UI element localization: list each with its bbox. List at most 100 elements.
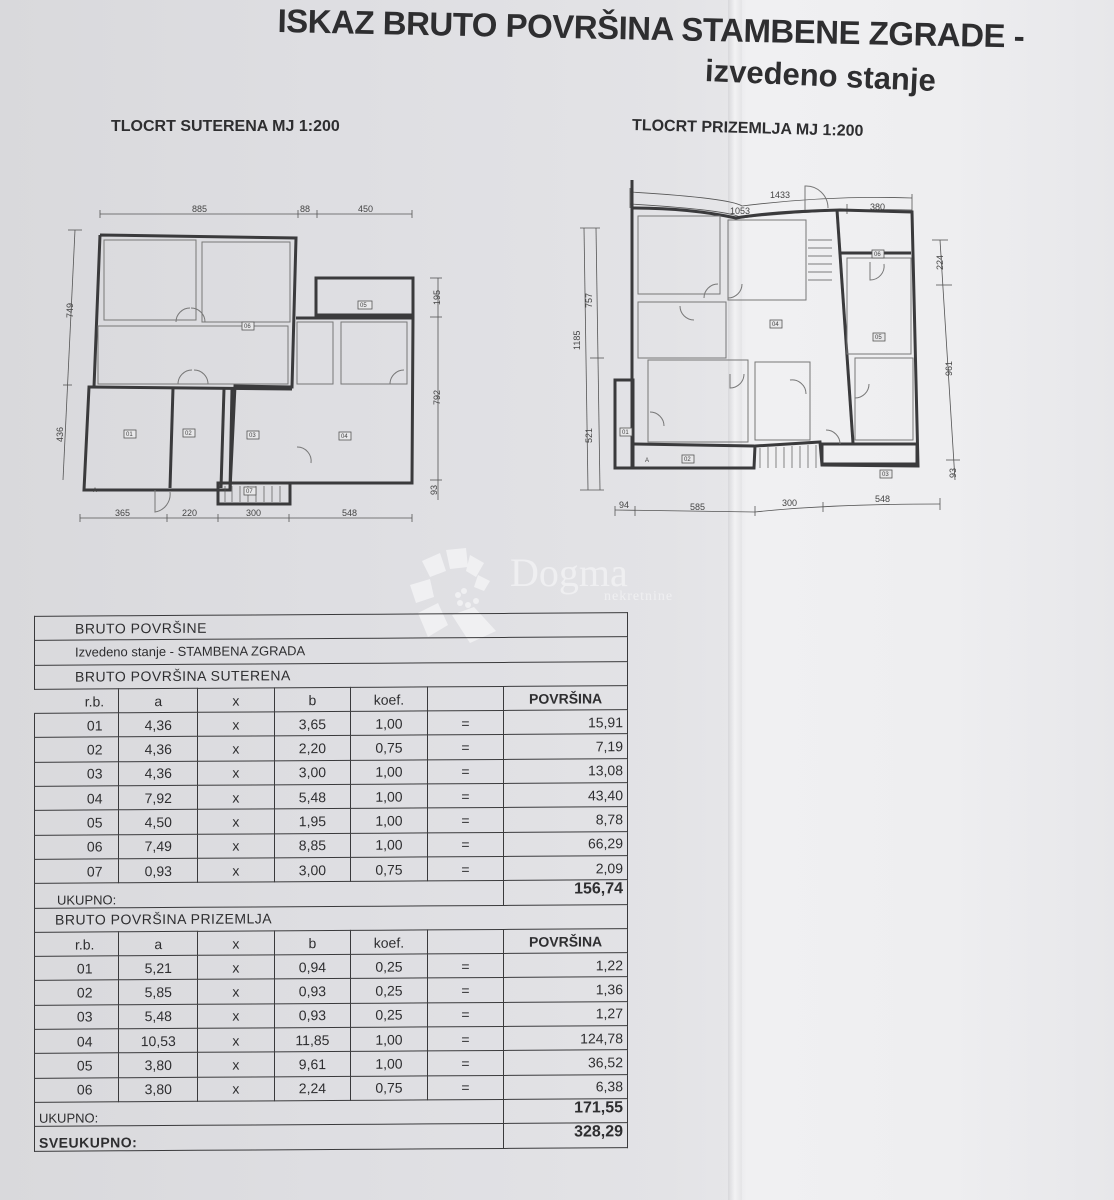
dim-195: 195 xyxy=(432,290,442,305)
cell-eq: = xyxy=(427,1002,504,1027)
dim-757: 757 xyxy=(584,293,594,308)
table-row: 01 4,36 x 3,65 1,00 = 15,91 xyxy=(34,709,628,738)
cell-koef: 1,00 xyxy=(350,832,428,858)
cell-rb: 02 xyxy=(34,980,119,1006)
dim-792: 792 xyxy=(432,390,442,405)
cell-b: 2,20 xyxy=(274,735,351,761)
cell-x: x xyxy=(197,1027,275,1053)
dim-450: 450 xyxy=(358,204,373,214)
area-table: BRUTO POVRŠINE Izvedeno stanje - STAMBEN… xyxy=(34,612,628,1151)
room-label-05: 05 xyxy=(360,303,367,309)
dim-548: 548 xyxy=(342,508,357,518)
cell-povrsina: 1,36 xyxy=(503,977,628,1003)
cell-x: x xyxy=(197,784,275,810)
room-label-04: 04 xyxy=(341,434,348,440)
room-label-07: 07 xyxy=(246,489,253,495)
dim-88: 88 xyxy=(300,204,310,214)
dim-300: 300 xyxy=(782,498,797,508)
prizemlje-plan-title: TLOCRT PRIZEMLJA MJ 1:200 xyxy=(631,116,864,141)
cell-b: 1,95 xyxy=(274,808,351,834)
table-subtitle: Izvedeno stanje - STAMBENA ZGRADA xyxy=(34,636,628,665)
cell-rb: 04 xyxy=(34,785,119,811)
dim-585: 585 xyxy=(690,502,705,512)
cell-a: 4,36 xyxy=(118,712,198,738)
cell-koef: 1,00 xyxy=(350,808,428,834)
cell-b: 5,48 xyxy=(274,784,351,810)
col-eq xyxy=(427,686,504,712)
cell-koef: 0,25 xyxy=(350,1002,428,1028)
cell-b: 8,85 xyxy=(274,833,351,858)
cell-povrsina: 66,29 xyxy=(503,831,628,857)
section-mark: A xyxy=(645,458,649,464)
cell-eq: = xyxy=(427,856,504,882)
cell-povrsina: 1,27 xyxy=(503,1001,628,1027)
table-row: 05 3,80 x 9,61 1,00 = 36,52 xyxy=(34,1050,628,1078)
dim-93: 93 xyxy=(948,468,958,478)
cell-koef: 1,00 xyxy=(350,1026,428,1052)
col-povrsina: POVRŠINA xyxy=(503,928,628,954)
table-title-row: BRUTO POVRŠINE xyxy=(34,612,628,641)
col-a: a xyxy=(118,688,198,713)
suteren-column-header-row: r.b. a x b koef. POVRŠINA xyxy=(34,685,628,714)
document-title: ISKAZ BRUTO POVRŠINA STAMBENE ZGRADE - xyxy=(277,2,1025,55)
table-row: 04 10,53 x 11,85 1,00 = 124,78 xyxy=(34,1025,628,1054)
cell-rb: 06 xyxy=(34,834,119,860)
table-row: 06 7,49 x 8,85 1,00 = 66,29 xyxy=(34,831,628,860)
dogma-logo-icon xyxy=(410,548,496,643)
cell-eq: = xyxy=(427,977,504,1003)
table-row: 03 4,36 x 3,00 1,00 = 13,08 xyxy=(34,758,628,787)
room-label-03: 03 xyxy=(882,472,889,478)
col-koef: koef. xyxy=(350,686,428,712)
dim-220: 220 xyxy=(182,508,197,518)
cell-x: x xyxy=(197,736,275,762)
cell-a: 10,53 xyxy=(118,1028,198,1054)
cell-povrsina: 2,09 xyxy=(503,855,628,881)
cell-rb: 04 xyxy=(34,1028,119,1054)
cell-eq: = xyxy=(427,759,504,784)
cell-x: x xyxy=(197,955,275,980)
cell-x: x xyxy=(197,1052,275,1077)
room-label-02: 02 xyxy=(185,431,192,437)
cell-a: 7,92 xyxy=(118,785,198,811)
grand-total-row: SVEUKUPNO: 328,29 xyxy=(34,1122,628,1151)
cell-b: 3,65 xyxy=(274,711,351,737)
suteren-heading-row: BRUTO POVRŠINA SUTERENA xyxy=(34,661,628,690)
suteren-total: 156,74 xyxy=(503,879,628,906)
col-b: b xyxy=(274,930,351,956)
table-row: 05 4,50 x 1,95 1,00 = 8,78 xyxy=(34,807,628,835)
cell-x: x xyxy=(197,1076,275,1102)
cell-povrsina: 13,08 xyxy=(503,758,628,784)
cell-povrsina: 36,52 xyxy=(503,1050,628,1076)
table-row: 06 3,80 x 2,24 0,75 = 6,38 xyxy=(34,1074,628,1103)
prizemlje-total-label: UKUPNO: xyxy=(34,1099,504,1127)
dim-885: 885 xyxy=(192,204,207,214)
cell-koef: 1,00 xyxy=(350,1051,428,1077)
cell-a: 3,80 xyxy=(118,1076,198,1102)
table-row: 07 0,93 x 3,00 0,75 = 2,09 xyxy=(34,855,628,884)
dim-300: 300 xyxy=(246,508,261,518)
cell-eq: = xyxy=(427,1050,504,1076)
col-eq xyxy=(427,929,504,955)
cell-eq: = xyxy=(427,1075,504,1100)
prizemlje-column-header-row: r.b. a x b koef. POVRŠINA xyxy=(34,928,628,957)
prizemlje-total-row: UKUPNO: 171,55 xyxy=(34,1098,628,1127)
cell-koef: 0,75 xyxy=(350,1075,428,1101)
table-row: 02 5,85 x 0,93 0,25 = 1,36 xyxy=(34,977,628,1006)
cell-eq: = xyxy=(427,832,504,857)
dogma-watermark: Dogma nekretnine xyxy=(408,545,718,655)
cell-povrsina: 6,38 xyxy=(503,1074,628,1100)
dim-521: 521 xyxy=(584,428,594,443)
cell-x: x xyxy=(197,760,275,786)
dim-436: 436 xyxy=(55,427,65,442)
cell-povrsina: 7,19 xyxy=(503,734,628,760)
dim-961: 961 xyxy=(944,361,954,376)
cell-x: x xyxy=(197,857,275,883)
dim-93: 93 xyxy=(429,485,439,495)
cell-b: 11,85 xyxy=(274,1027,351,1053)
cell-b: 2,24 xyxy=(274,1076,351,1101)
room-label-04: 04 xyxy=(772,322,779,328)
suteren-total-label: UKUPNO: xyxy=(34,880,504,908)
cell-koef: 0,25 xyxy=(350,954,428,979)
cell-a: 4,50 xyxy=(118,809,198,835)
cell-rb: 06 xyxy=(34,1077,119,1103)
